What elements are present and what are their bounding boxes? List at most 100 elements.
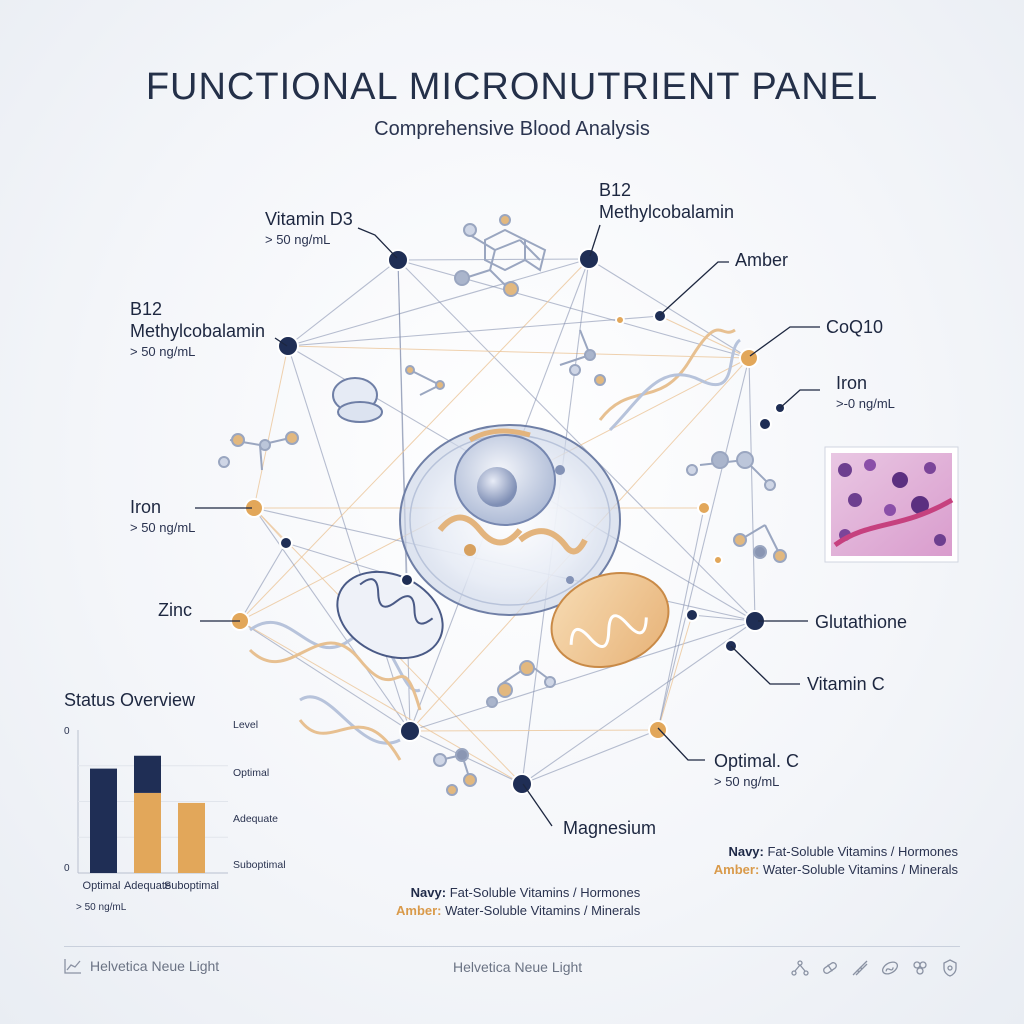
label-vitamin-c: Vitamin C [807,673,885,695]
page-title: FUNCTIONAL MICRONUTRIENT PANEL [145,66,879,108]
dna-helix-right-icon [598,328,742,432]
network-edge [253,345,289,509]
network-node-s3 [685,608,699,622]
label-glutathione: Glutathione [815,611,907,633]
footer-icon-row [790,958,960,978]
label-zinc: Zinc [158,599,192,621]
network-edge [287,259,399,347]
legend-center-amber: Amber: Water-Soluble Vitamins / Minerals [396,902,640,920]
label-optimal-c-name: Optimal. C [714,751,800,771]
label-b12-left-sub: Methylcobalamin [130,321,266,341]
network-edge [287,345,750,359]
chart-y-tick: 0 [64,863,70,874]
label-zinc-name: Zinc [158,600,193,620]
chart-bar-optimal [90,768,117,873]
dna-icon[interactable] [850,958,870,978]
legend-right-amber-key: Amber: [713,862,760,877]
label-iron-right-value: >-0 ng/mL [836,396,895,411]
tissue-micrograph-image [824,446,959,563]
network-edge [521,620,756,785]
network-node-b12t [578,248,600,270]
mitochondrion-icon[interactable] [880,958,900,978]
network-edge [239,620,411,732]
legend-center-navy-text: Fat-Soluble Vitamins / Hormones [446,885,641,900]
network-node-s6 [615,315,625,325]
chart-side-label: Adequate [233,813,278,825]
label-b12-left-name: B12 [130,299,163,319]
cell-cluster-icon[interactable] [910,958,930,978]
footer-divider [64,946,960,947]
chart-side-label: Optimal [233,767,269,779]
label-amber-name: Amber [735,250,789,270]
mitochondrion-outline-icon [336,570,444,660]
label-b12-top: B12 Methylcobalamin [599,179,734,223]
leader-lines [195,224,820,827]
network-node-b12l [277,335,299,357]
label-vitamin-d3: Vitamin D3 > 50 ng/mL [265,208,353,250]
chart-category-label: Optimal [83,880,121,892]
molecule-icons [218,214,787,796]
status-overview-title: Status Overview [64,690,196,710]
chart-side-label: Suboptimal [233,859,286,871]
footer-left: Helvetica Neue Light [64,958,219,974]
chart-category-label: Adequate [124,880,171,892]
network-edge [657,614,693,731]
network-edge [287,258,590,347]
network-edge [397,259,756,622]
footer-center-text: Helvetica Neue Light [453,959,583,975]
label-glutathione-name: Glutathione [815,612,908,632]
pill-icon[interactable] [820,958,840,978]
legend-center: Navy: Fat-Soluble Vitamins / Hormones Am… [396,884,640,920]
network-edge [239,542,287,622]
shield-icon[interactable] [940,958,960,978]
label-iron-left-value: > 50 ng/mL [130,520,196,535]
label-magnesium-name: Magnesium [563,818,657,838]
label-b12-top-sub: Methylcobalamin [599,202,735,222]
label-vitamin-d3-name: Vitamin D3 [265,209,353,229]
legend-right-navy-text: Fat-Soluble Vitamins / Hormones [763,844,958,859]
chart-y-tick: 0 [64,726,70,737]
network-edge [239,258,590,622]
legend-center-amber-text: Water-Soluble Vitamins / Minerals [441,903,641,918]
dna-helix-left-icon [248,621,422,761]
label-b12-left: B12 Methylcobalamin > 50 ng/mL [130,298,265,362]
network-node-ironr2 [758,417,772,431]
network-edge [588,258,750,359]
legend-center-amber-key: Amber: [396,903,442,918]
organelle-icon [332,377,383,423]
label-amber: Amber [735,249,788,271]
footer-left-text: Helvetica Neue Light [90,958,220,974]
network-edge [521,729,659,785]
label-magnesium: Magnesium [563,817,656,839]
network-node-s4 [697,501,711,515]
label-iron-left: Iron > 50 ng/mL [130,496,195,538]
label-coq10-name: CoQ10 [826,317,884,337]
label-optimal-c-value: > 50 ng/mL [714,774,780,789]
network-edge [748,357,756,622]
label-iron-right-name: Iron [836,373,868,393]
chart-x-note: > 50 ng/mL [76,902,127,913]
molecule-icon[interactable] [790,958,810,978]
network-node-hub [399,720,421,742]
network-node-s1 [279,536,293,550]
page-subtitle: Comprehensive Blood Analysis [374,118,650,140]
network-edge [287,315,661,347]
network-edge [287,345,411,732]
network-edge [409,620,756,732]
network-edge [657,357,750,731]
legend-right-navy-key: Navy: [728,844,764,859]
label-vitamin-d3-value: > 50 ng/mL [265,232,331,247]
legend-center-navy: Navy: Fat-Soluble Vitamins / Hormones [396,884,641,902]
legend-center-navy-key: Navy: [410,885,447,900]
network-edge [409,729,659,732]
chart-bar-adequate [134,792,161,873]
chart-bar-top-adequate [134,755,161,793]
legend-right-amber: Amber: Water-Soluble Vitamins / Minerals [714,861,958,879]
legend-right-navy: Navy: Fat-Soluble Vitamins / Hormones [714,843,958,861]
label-b12-left-value: > 50 ng/mL [130,344,196,359]
network-node-d3 [387,249,409,271]
benzene-ring-icon [484,228,547,272]
cell-illustration [399,424,621,616]
